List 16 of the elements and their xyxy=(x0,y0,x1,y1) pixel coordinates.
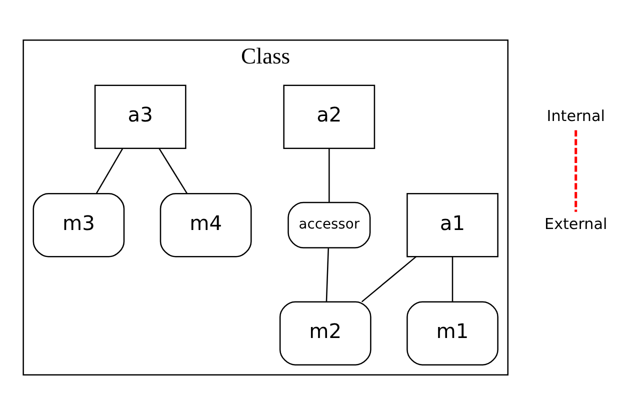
node-box: m2 xyxy=(279,301,372,366)
connector xyxy=(452,256,454,302)
node-box: m4 xyxy=(160,193,252,258)
node-box: m1 xyxy=(406,301,498,366)
label: External xyxy=(544,215,608,234)
connector xyxy=(158,148,188,194)
node-box: a1 xyxy=(406,193,498,258)
node-box: a3 xyxy=(94,84,186,149)
node-box: a2 xyxy=(283,84,376,149)
connector xyxy=(328,148,330,202)
connector xyxy=(96,148,124,194)
label: Internal xyxy=(546,106,605,125)
connector xyxy=(326,248,329,302)
connector xyxy=(361,256,416,302)
node-box: m3 xyxy=(32,193,125,258)
node-box: accessor xyxy=(288,202,371,248)
